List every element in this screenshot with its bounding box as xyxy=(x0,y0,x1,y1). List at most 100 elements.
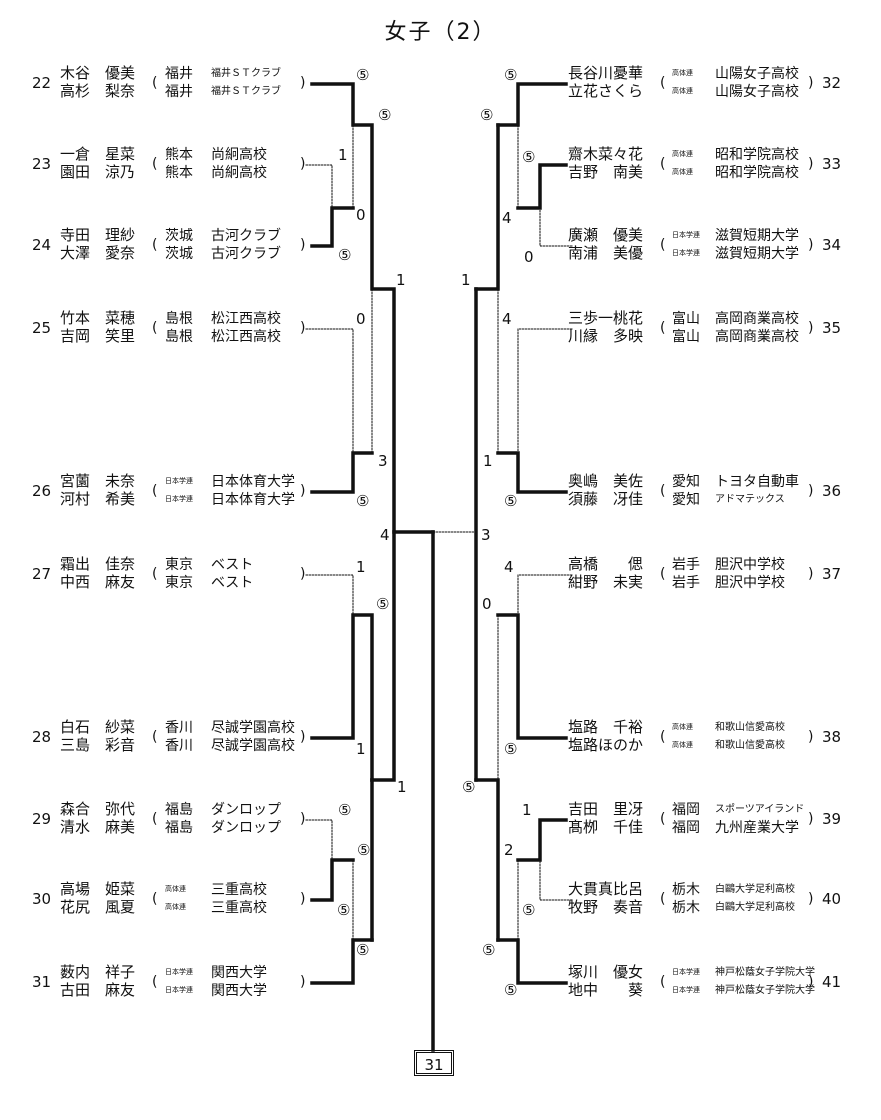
match-score: ⑤ xyxy=(338,801,352,819)
player-club: アドマテックス xyxy=(715,494,785,505)
player-club: 九州産業大学 xyxy=(715,820,799,836)
match-score: 4 xyxy=(504,558,514,576)
player-prefecture: 栃木 xyxy=(672,900,700,916)
player-name: 立花さくら xyxy=(568,82,644,100)
paren-close: ) xyxy=(300,729,306,745)
match-score: 1 xyxy=(397,778,407,796)
paren-open: ( xyxy=(660,320,666,336)
match-score: 1 xyxy=(522,801,532,819)
match-score: ⑤ xyxy=(338,246,352,264)
player-club: 日本体育大学 xyxy=(211,492,295,508)
paren-close: ) xyxy=(808,237,814,253)
player-club: 日本体育大学 xyxy=(211,474,295,490)
paren-close: ) xyxy=(300,891,306,907)
match-score: ⑤ xyxy=(480,106,494,124)
player-name: 川縁 多映 xyxy=(568,327,644,345)
player-club: 尚絅高校 xyxy=(211,165,267,181)
player-prefecture: 福井 xyxy=(165,84,193,100)
entry-number: 33 xyxy=(822,155,842,173)
match-score: 4 xyxy=(380,526,390,544)
paren-close: ) xyxy=(300,483,306,499)
player-name: 花尻 風夏 xyxy=(60,898,136,916)
player-name: 高場 姫菜 xyxy=(60,880,136,898)
paren-open: ( xyxy=(660,891,666,907)
entry-number: 31 xyxy=(32,973,52,991)
player-name: 紺野 未実 xyxy=(568,573,644,591)
match-score: 3 xyxy=(481,526,491,544)
player-club: 高岡商業高校 xyxy=(715,329,799,345)
player-prefecture: 富山 xyxy=(672,329,700,345)
paren-open: ( xyxy=(660,729,666,745)
entry-number: 25 xyxy=(32,319,52,337)
player-name: 南浦 美優 xyxy=(568,244,644,262)
match-score: ⑤ xyxy=(522,901,536,919)
match-score: ⑤ xyxy=(356,66,370,84)
entry-number: 30 xyxy=(32,890,52,908)
player-name: 古田 麻友 xyxy=(60,981,136,999)
player-club: 胆沢中学校 xyxy=(715,575,785,591)
match-score: 0 xyxy=(356,310,366,328)
player-name: 大貫真比呂 xyxy=(568,880,644,898)
player-prefecture: 日本学連 xyxy=(672,249,700,257)
paren-open: ( xyxy=(152,729,158,745)
paren-open: ( xyxy=(660,566,666,582)
player-name: 大澤 愛奈 xyxy=(60,244,136,262)
match-score: 2 xyxy=(504,841,514,859)
match-score: 4 xyxy=(502,310,512,328)
player-name: 塩路 千裕 xyxy=(568,718,644,736)
player-prefecture: 熊本 xyxy=(165,147,193,163)
player-club: 古河クラブ xyxy=(211,228,281,244)
player-name: 長谷川憂華 xyxy=(568,64,644,82)
paren-close: ) xyxy=(300,811,306,827)
page-title: 女子（2） xyxy=(384,20,497,45)
paren-close: ) xyxy=(300,566,306,582)
player-club: 尽誠学園高校 xyxy=(211,738,295,754)
match-score: ⑤ xyxy=(482,941,496,959)
player-name: 森合 弥代 xyxy=(60,800,136,818)
player-prefecture: 高体連 xyxy=(672,150,693,158)
player-prefecture: 福島 xyxy=(165,802,193,818)
player-name: 宮薗 未奈 xyxy=(60,472,136,490)
player-club: 神戸松蔭女子学院大学 xyxy=(715,967,815,978)
paren-close: ) xyxy=(808,75,814,91)
player-prefecture: 日本学連 xyxy=(672,986,700,994)
entry-number: 29 xyxy=(32,810,52,828)
paren-close: ) xyxy=(808,483,814,499)
paren-close: ) xyxy=(808,156,814,172)
entry-number: 40 xyxy=(822,890,842,908)
match-score: ⑤ xyxy=(337,901,351,919)
player-name: 髙栁 千佳 xyxy=(568,818,644,836)
player-prefecture: 香川 xyxy=(165,720,193,736)
paren-close: ) xyxy=(300,320,306,336)
player-prefecture: 日本学連 xyxy=(165,986,193,994)
player-prefecture: 日本学連 xyxy=(165,495,193,503)
player-club: 胆沢中学校 xyxy=(715,557,785,573)
player-prefecture: 富山 xyxy=(672,311,700,327)
player-club: スポーツアイランド xyxy=(715,804,805,815)
entry-number: 35 xyxy=(822,319,842,337)
player-name: 吉田 里冴 xyxy=(568,800,644,818)
player-club: 白鷗大学足利高校 xyxy=(715,884,795,895)
paren-close: ) xyxy=(808,729,814,745)
player-name: 薮内 祥子 xyxy=(60,963,136,981)
player-club: 神戸松蔭女子学院大学 xyxy=(715,985,815,996)
paren-open: ( xyxy=(660,156,666,172)
match-score: ⑤ xyxy=(357,841,371,859)
player-prefecture: 栃木 xyxy=(672,882,700,898)
match-score: 1 xyxy=(356,558,366,576)
player-name: 三歩一桃花 xyxy=(568,309,644,327)
player-club: ダンロップ xyxy=(211,820,281,836)
player-club: 昭和学院高校 xyxy=(715,165,799,181)
paren-open: ( xyxy=(660,974,666,990)
player-prefecture: 日本学連 xyxy=(672,968,700,976)
match-score: 1 xyxy=(461,271,471,289)
player-club: 滋賀短期大学 xyxy=(715,246,799,262)
paren-open: ( xyxy=(152,156,158,172)
player-club: ベスト xyxy=(211,575,254,591)
paren-close: ) xyxy=(300,156,306,172)
entry-number: 23 xyxy=(32,155,52,173)
player-name: 地中 葵 xyxy=(568,981,644,999)
player-name: 一倉 星菜 xyxy=(60,145,136,163)
match-score: ⑤ xyxy=(356,492,370,510)
